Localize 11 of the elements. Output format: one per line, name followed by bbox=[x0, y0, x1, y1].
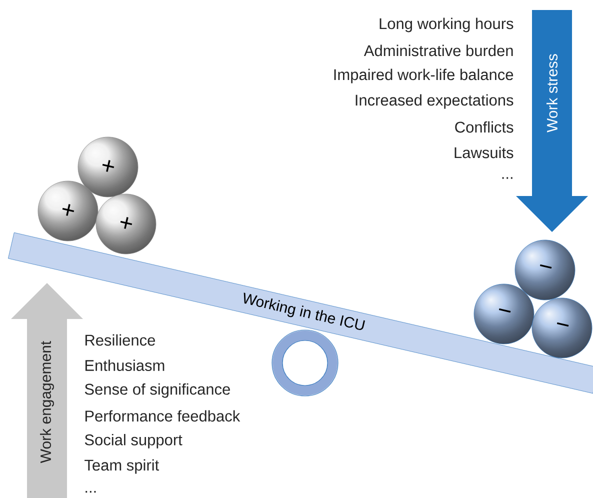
ball: + bbox=[96, 194, 156, 254]
ball: + bbox=[38, 180, 98, 242]
list-item: Social support bbox=[84, 434, 182, 448]
list-item: Resilience bbox=[85, 334, 155, 346]
ball: − bbox=[532, 298, 592, 358]
fulcrum-ring bbox=[272, 330, 338, 396]
ball: + bbox=[78, 136, 138, 198]
list-item: Performance feedback bbox=[85, 410, 240, 422]
ball: − bbox=[514, 240, 576, 300]
ball: − bbox=[474, 284, 534, 344]
list-item: Enthusiasm bbox=[85, 360, 164, 371]
